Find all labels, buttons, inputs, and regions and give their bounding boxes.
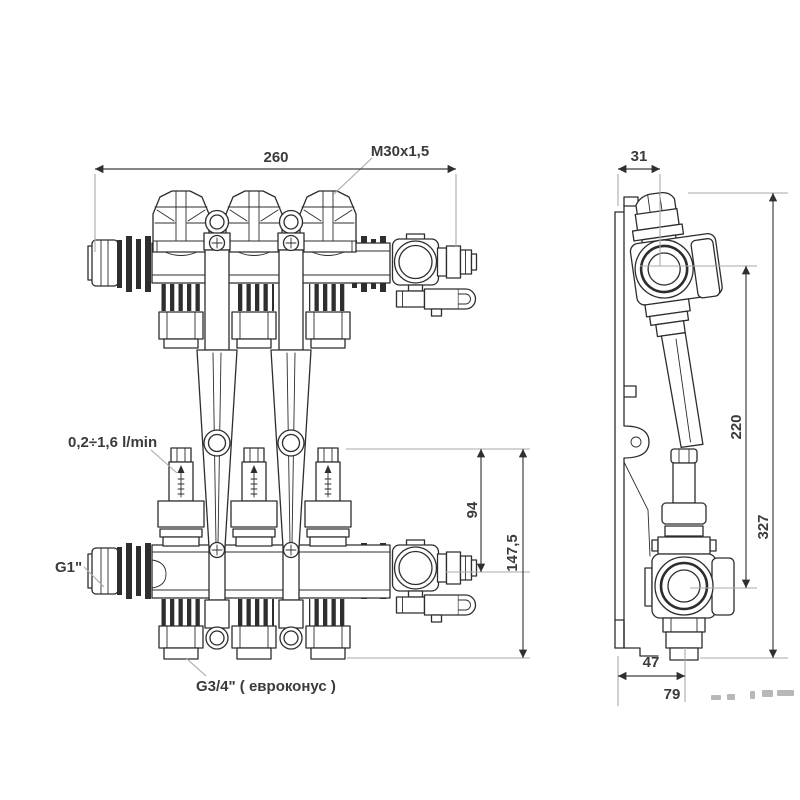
thermostatic-cap [225,190,283,257]
front-view [87,190,478,660]
dim-text-47: 47 [643,654,660,671]
ring-section [117,543,151,599]
thermostatic-cap [152,190,210,257]
label-valve-thread: M30x1,5 [371,143,429,160]
side-view [614,191,735,661]
dim-text-31: 31 [631,148,648,165]
thermostatic-caps [152,190,357,257]
flow-meter [230,447,278,547]
dim-text-220: 220 [728,414,745,439]
ball-valve-bottom [391,539,478,623]
dim-text-79: 79 [664,686,681,703]
label-outlet-thread: G3/4" ( евроконус ) [196,678,336,695]
inlet-end-cap-top [87,239,119,287]
dim-text-total-width: 260 [263,149,288,166]
inlet-end-cap-bottom [87,547,119,595]
label-inlet-thread: G1" [55,559,82,576]
dim-text-327: 327 [755,514,772,539]
thermostatic-cap [299,190,357,257]
side-valve-bottom [644,448,735,661]
cooling-fins [160,284,345,626]
side-valve-top [629,191,723,449]
dim-text-147: 147,5 [504,534,521,572]
flow-meter [304,447,352,547]
eurocone-outlet [231,625,277,660]
ball-valve-top [391,233,478,317]
label-flow-range: 0,2÷1,6 l/min [68,434,157,451]
cropped-watermark-fragment [711,690,794,700]
dimension-layer: 260 M30x1,5 0,2÷1,6 l/min G1" G3/4" ( ев… [55,143,788,706]
eurocone-outlet [158,625,204,660]
ring-section [117,236,151,292]
flow-meters [157,447,352,547]
dim-text-94: 94 [464,501,481,518]
mounting-rail [614,196,659,657]
eurocone-outlet [305,625,351,660]
